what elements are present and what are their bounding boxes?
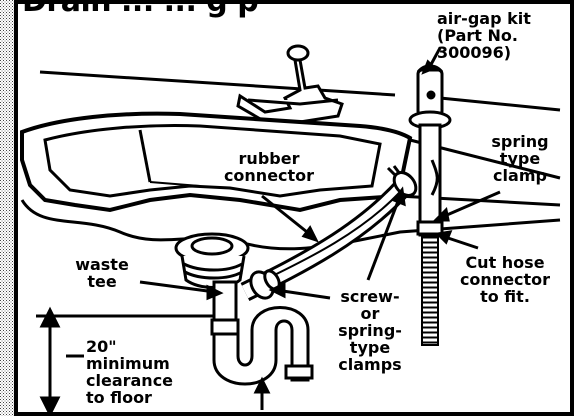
waste-tee	[212, 280, 238, 324]
arrow-rubber-connector	[261, 194, 313, 238]
faucet	[236, 44, 344, 124]
label-screw-or-spring-type-clamps: screw- or spring- type clamps	[338, 287, 402, 374]
sink-basin	[20, 111, 413, 213]
counter-back-edge	[39, 70, 396, 97]
air-gap-assembly	[408, 64, 452, 237]
sink-drain	[174, 232, 250, 289]
corrugated-hose	[421, 234, 439, 346]
label-air-gap-kit: air-gap kit (Part No. 300096)	[437, 9, 531, 62]
arrow-spring-clamp	[439, 190, 501, 220]
label-cut-hose-connector: Cut hose connector to fit.	[459, 253, 551, 306]
hose-clamp-upper	[386, 165, 418, 198]
p-trap	[210, 306, 314, 386]
label-waste-tee: waste tee	[75, 255, 129, 291]
arrow-waste-tee	[139, 280, 216, 294]
left-border-pattern	[0, 0, 14, 416]
label-rubber-connector: rubber connector	[223, 149, 315, 185]
clearance-dimension-arrow	[36, 306, 214, 416]
hose-clamp-lower	[249, 269, 281, 300]
title-fragment: Drain ... ... g p	[22, 0, 259, 19]
diagram-frame	[14, 0, 574, 416]
label-minimum-clearance: 20" minimum clearance to floor	[86, 337, 174, 407]
label-spring-type-clamp: spring type clamp	[491, 132, 549, 185]
arrow-screw-clamp-upper	[366, 195, 402, 281]
